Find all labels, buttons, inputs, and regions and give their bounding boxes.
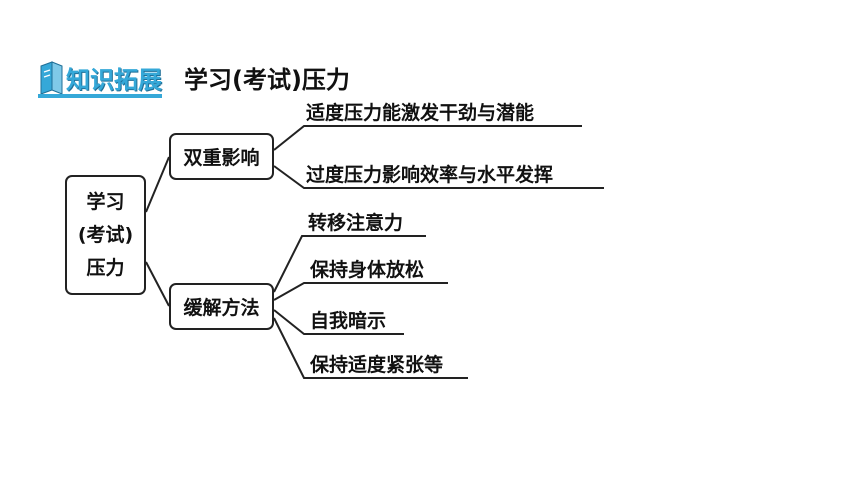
leaf-influence-2: 过度压力影响效率与水平发挥 — [306, 164, 554, 186]
book-icon — [40, 61, 63, 95]
root-line-1: 学习 — [86, 190, 125, 213]
leaf-method-2: 保持身体放松 — [310, 259, 425, 281]
root-node: 学习 (考试) 压力 — [65, 175, 146, 295]
knowledge-extension-badge: 知识拓展 — [38, 58, 162, 98]
branch-node-methods: 缓解方法 — [169, 283, 274, 330]
connector-methods-item-3 — [273, 309, 404, 335]
connector-root-influence — [145, 156, 170, 213]
leaf-method-4: 保持适度紧张等 — [310, 354, 444, 376]
branch-node-influence: 双重影响 — [169, 133, 274, 180]
leaf-method-1: 转移注意力 — [308, 212, 404, 234]
root-line-2: (考试) — [77, 223, 134, 246]
section-header: 知识拓展 学习(考试)压力 — [38, 58, 350, 98]
connector-methods-item-4 — [273, 317, 468, 379]
root-line-3: 压力 — [86, 256, 125, 279]
leaf-influence-1: 适度压力能激发干劲与潜能 — [306, 102, 535, 124]
page-title: 学习(考试)压力 — [184, 65, 350, 94]
leaf-method-3: 自我暗示 — [310, 310, 387, 332]
connector-influence-item-1 — [273, 125, 582, 151]
connector-methods-item-1 — [273, 235, 426, 293]
connector-methods-item-2 — [273, 282, 448, 301]
badge-label: 知识拓展 — [66, 65, 162, 94]
connector-root-methods — [145, 261, 170, 307]
connector-influence-item-2 — [273, 165, 604, 189]
badge-underline — [38, 94, 162, 98]
